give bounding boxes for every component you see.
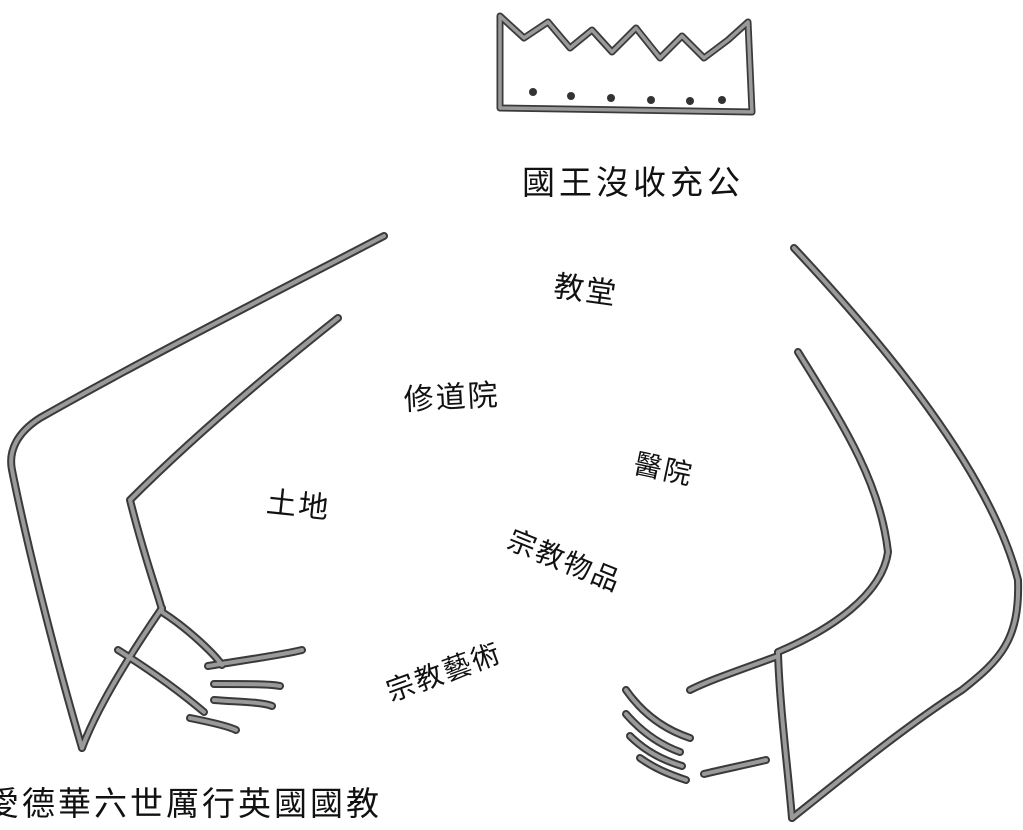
caption-label: 愛德華六世厲行英國國教 — [0, 784, 382, 823]
title-label: 國王沒收充公 — [522, 163, 744, 202]
right-arm-icon — [622, 244, 1023, 822]
seized-item-monastery: 修道院 — [402, 377, 501, 418]
left-arm-icon — [7, 232, 388, 752]
crown-icon — [496, 12, 756, 116]
seized-item-church: 教堂 — [551, 269, 620, 313]
seized-item-land: 土地 — [264, 485, 332, 527]
